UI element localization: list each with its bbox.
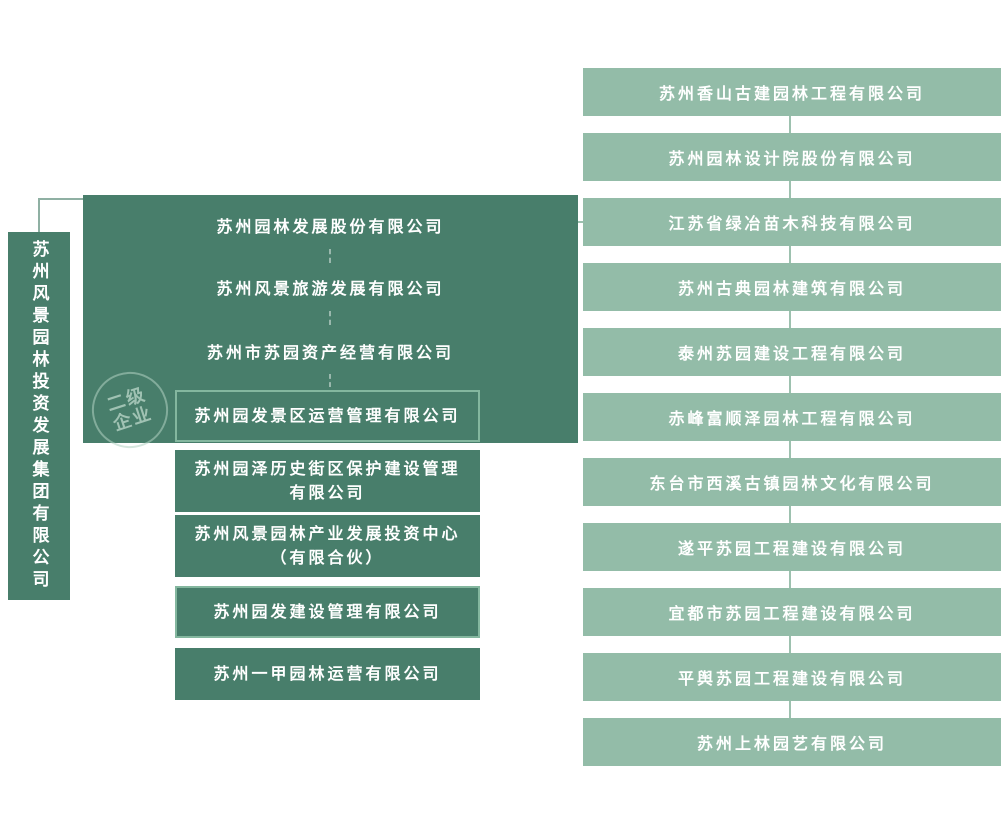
subsidiary-connector	[789, 246, 791, 263]
dashed-connector	[329, 311, 331, 325]
subsidiary-box: 苏州古典园林建筑有限公司	[583, 263, 1001, 311]
dashed-connector	[329, 249, 331, 263]
subsidiary-box: 宜都市苏园工程建设有限公司	[583, 588, 1001, 636]
middle-company-box: 苏州一甲园林运营有限公司	[175, 648, 480, 700]
subsidiary-box: 泰州苏园建设工程有限公司	[583, 328, 1001, 376]
subsidiary-box: 江苏省绿冶苗木科技有限公司	[583, 198, 1001, 246]
subsidiary-box: 遂平苏园工程建设有限公司	[583, 523, 1001, 571]
middle-company-box: 苏州市苏园资产经营有限公司	[206, 343, 454, 362]
parent-connector-vertical	[38, 198, 40, 232]
middle-company-box: 苏州风景旅游发展有限公司	[216, 279, 445, 298]
middle-company-box-highlighted: 苏州园发景区运营管理有限公司	[175, 390, 480, 442]
subsidiary-connector	[789, 311, 791, 328]
subsidiary-connector	[789, 571, 791, 588]
middle-company-box: 苏州风景园林产业发展投资中心（有限合伙）	[175, 515, 480, 577]
middle-company-box: 苏州园林发展股份有限公司	[216, 217, 445, 236]
subsidiary-connector	[789, 441, 791, 458]
subsidiary-box: 苏州园林设计院股份有限公司	[583, 133, 1001, 181]
panel-right-connector	[578, 221, 583, 223]
middle-company-box-highlighted: 苏州园发建设管理有限公司	[175, 586, 480, 638]
subsidiary-connector	[789, 116, 791, 133]
subsidiary-connector	[789, 701, 791, 718]
subsidiary-box: 苏州香山古建园林工程有限公司	[583, 68, 1001, 116]
parent-company-box: 苏州风景园林投资发展集团有限公司	[8, 232, 70, 600]
subsidiary-box: 东台市西溪古镇园林文化有限公司	[583, 458, 1001, 506]
parent-company-label: 苏州风景园林投资发展集团有限公司	[28, 240, 49, 592]
subsidiary-connector	[789, 376, 791, 393]
middle-company-box: 苏州园泽历史街区保护建设管理有限公司	[175, 450, 480, 512]
subsidiary-connector	[789, 506, 791, 523]
subsidiary-box: 赤峰富顺泽园林工程有限公司	[583, 393, 1001, 441]
parent-connector-horizontal	[38, 198, 83, 200]
subsidiary-connector	[789, 181, 791, 198]
subsidiary-box: 苏州上林园艺有限公司	[583, 718, 1001, 766]
subsidiary-box: 平舆苏园工程建设有限公司	[583, 653, 1001, 701]
subsidiary-connector	[789, 636, 791, 653]
dashed-connector	[329, 374, 331, 387]
